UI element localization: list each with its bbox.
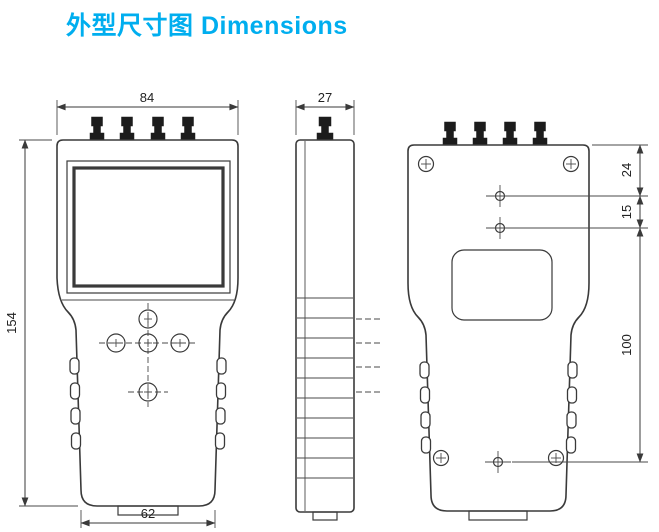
screw-bottom-left [432,449,450,467]
back-body-outline [407,144,590,512]
grip-ribs-side [297,297,353,479]
screen-bezel [66,160,231,294]
dim-bottom-width: 62 [80,506,216,528]
front-body-outline [56,139,239,507]
antenna-connectors-front [89,116,196,141]
back-view [407,121,590,521]
dim-label-back-hole-span: 100 [619,334,634,356]
dim-side-depth: 27 [295,90,355,135]
bottom-tab-back [468,510,528,521]
bottom-tab-front [117,505,179,516]
button-level-leaders [356,318,382,393]
mount-hole-lower [486,217,514,239]
dim-label-back-hole-gap: 15 [619,205,634,219]
antenna-connector-side [316,116,334,141]
mount-hole-upper [486,185,514,207]
bottom-tab-side [312,511,338,521]
front-view [56,116,239,516]
grip-notches-front [69,357,227,450]
mount-hole-bottom [485,451,511,473]
dim-label-back-hole-top: 24 [619,163,634,177]
screw-top-left [417,155,435,173]
button-pad [106,309,190,402]
side-view [295,116,382,521]
grip-notches-back [419,361,578,454]
dim-front-width: 84 [56,90,239,135]
dim-front-height: 154 [4,139,78,507]
screen [72,166,225,288]
dim-label-bottom-width: 62 [141,506,155,521]
battery-cover [451,249,553,321]
dim-label-front-width: 84 [140,90,154,105]
dim-back-holes: 24 15 100 [512,144,648,463]
antenna-connectors-back [442,121,548,146]
dim-label-side-depth: 27 [318,90,332,105]
dim-label-front-height: 154 [4,312,19,334]
screw-bottom-right [547,449,565,467]
page-title: 外型尺寸图 Dimensions [66,12,348,40]
screw-top-right [562,155,580,173]
